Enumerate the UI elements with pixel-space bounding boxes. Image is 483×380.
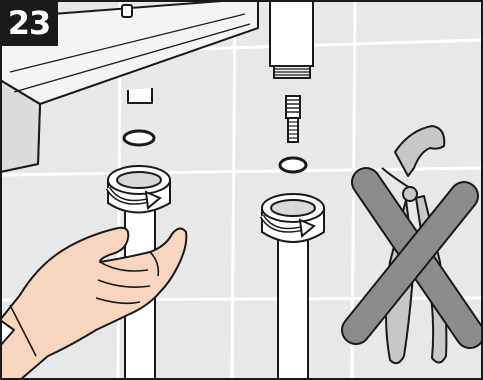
seal-ring-left [124, 131, 154, 145]
threaded-adapter [286, 96, 300, 142]
step-number: 23 [0, 0, 58, 46]
seal-ring-right [280, 158, 306, 172]
shower-column [270, 0, 313, 78]
